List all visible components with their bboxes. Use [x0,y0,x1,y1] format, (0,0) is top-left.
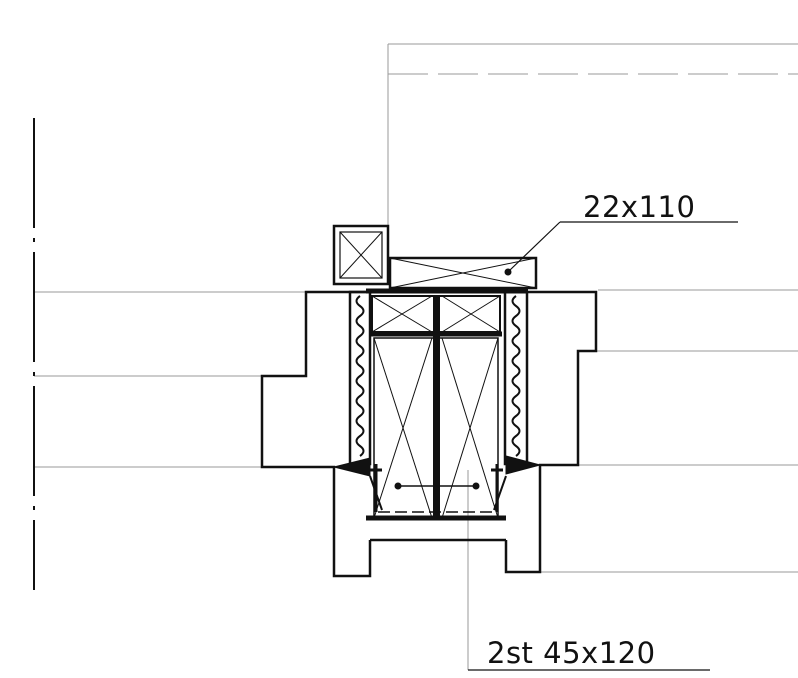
right-frame-profile [504,290,598,574]
right-insulation [503,290,529,466]
faint-reference-lines [34,43,798,670]
main-frame-body [366,288,528,521]
sill-fillets-and-fasteners [333,455,542,512]
outer-frame-profile [260,290,598,578]
top-label-leader [509,221,561,271]
top-dimension-label: 22x110 [583,190,695,224]
bottom-dimension-label: 2st 45x120 [487,636,656,670]
left-insulation [348,290,372,466]
dimension-leaders [468,221,738,671]
top-board-22x110 [388,256,538,290]
top-left-block [332,224,390,286]
left-frame-profile [260,290,372,578]
